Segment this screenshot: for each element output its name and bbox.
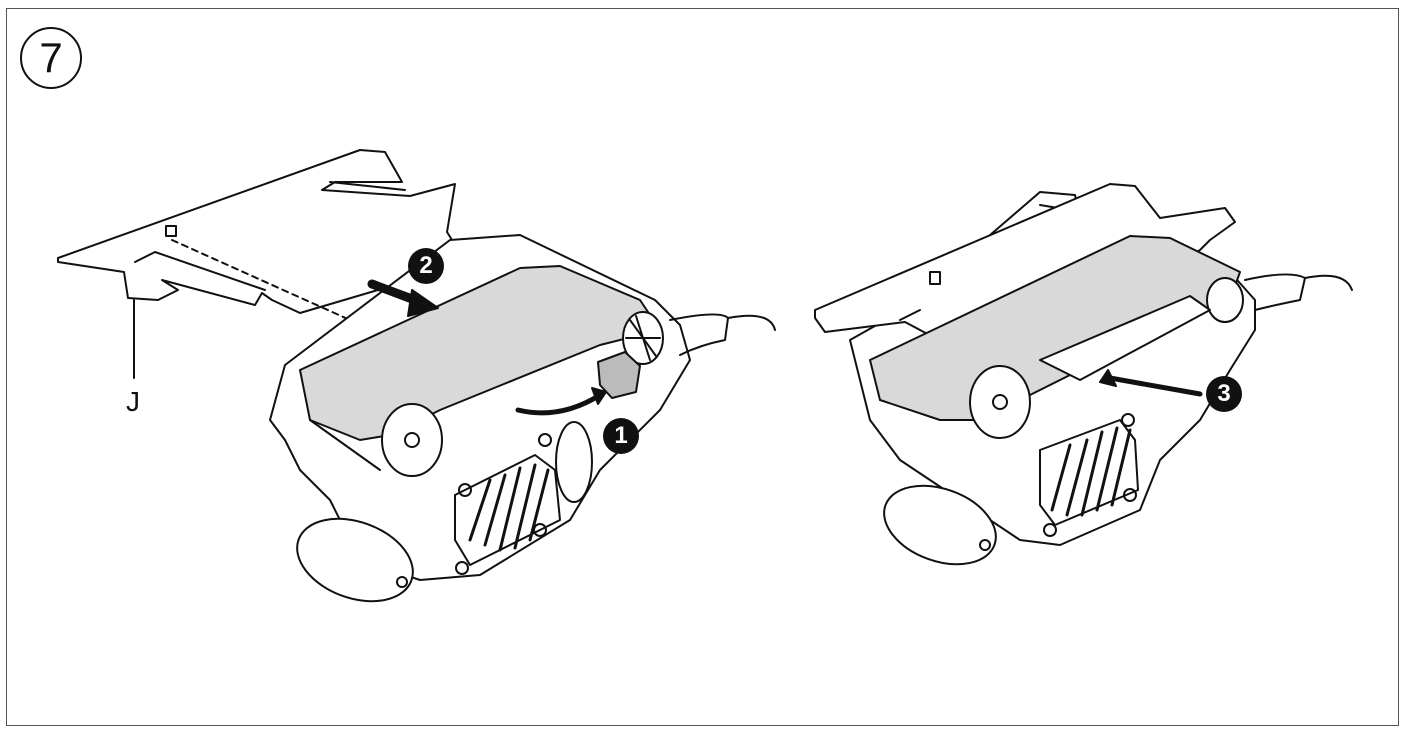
right-rotate-arrow (1107, 375, 1203, 397)
left-sander-illustration (57, 149, 776, 603)
left-vent-grille (454, 454, 561, 566)
step-1-badge: 1 (603, 418, 639, 454)
figure-number: 7 (20, 27, 82, 89)
right-sander-illustration (814, 183, 1353, 566)
right-power-cord (1244, 273, 1306, 311)
right-front-knob (883, 484, 997, 566)
left-sanding-belt (299, 265, 661, 441)
left-guide-plate (57, 149, 463, 314)
figure-frame (6, 8, 1399, 726)
left-power-cord (669, 313, 729, 356)
left-rotate-arrow (515, 392, 603, 416)
right-tension-lever (1039, 295, 1211, 381)
left-front-knob (296, 517, 414, 603)
step-3-badge: 3 (1206, 376, 1242, 412)
left-tension-lever (597, 351, 641, 399)
left-dashed-guide (171, 239, 351, 321)
right-plate-pin (929, 271, 941, 285)
left-front-roller (381, 403, 443, 477)
step-2-badge: 2 (408, 248, 444, 284)
left-plate-pin (165, 225, 177, 237)
label-j: J (126, 386, 140, 417)
right-front-roller (969, 365, 1031, 439)
